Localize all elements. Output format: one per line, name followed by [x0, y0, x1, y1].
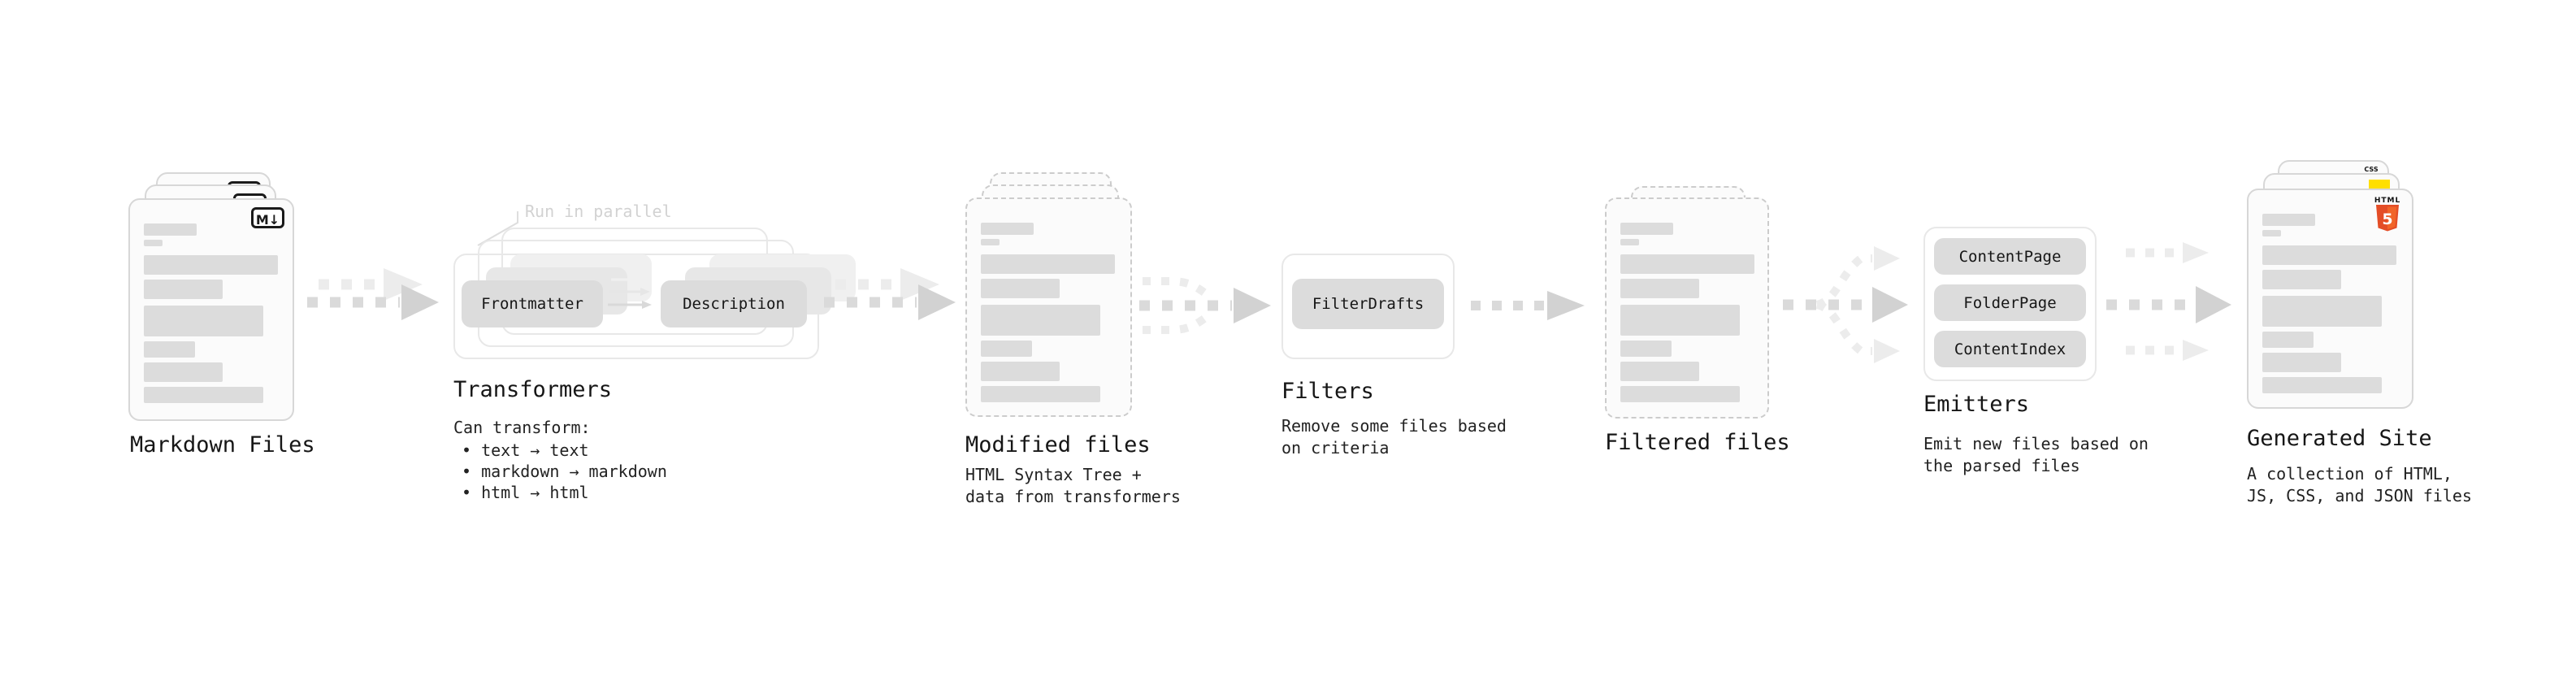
content-bar: [981, 279, 1060, 298]
arrow-filtered-to-emitters: [1780, 242, 1916, 372]
content-bar: [1620, 223, 1673, 235]
run-in-parallel-label: Run in parallel: [525, 202, 672, 221]
emitters-desc: Emit new files based on the parsed files: [1923, 433, 2149, 477]
content-bar: [1620, 254, 1754, 274]
transformer-flow-arrows: [608, 275, 652, 309]
markdown-file-card-front: M↓: [128, 198, 294, 421]
emitters-label: Emitters: [1923, 392, 2030, 417]
content-bar: [981, 223, 1034, 235]
content-bar: [981, 239, 1000, 245]
callout-line: [477, 211, 518, 246]
content-bar: [1620, 386, 1740, 402]
content-bar: [1620, 340, 1672, 357]
stage-modified-files: Modified files HTML Syntax Tree + data f…: [965, 154, 1181, 512]
html5-word: HTML: [2374, 197, 2401, 205]
arrow-transformers-to-modified: [819, 268, 959, 325]
html5-icon: HTML 5: [2373, 197, 2402, 235]
content-bar: [2262, 270, 2341, 289]
markdown-icon: M↓: [251, 207, 284, 228]
content-bar: [2262, 245, 2396, 265]
arrow-filters-to-filtered: [1468, 284, 1591, 330]
arrow-modified-to-filters: [1136, 268, 1276, 346]
content-bar: [2262, 353, 2341, 372]
bullet-item: markdown → markdown: [462, 461, 667, 482]
content-bar: [144, 362, 223, 382]
content-bar: [144, 240, 163, 246]
content-bar: [144, 255, 278, 275]
content-bar: [1620, 279, 1699, 298]
transformers-bullet-list: text → text markdown → markdown html → h…: [462, 440, 667, 503]
filtered-files-label: Filtered files: [1605, 430, 1790, 455]
content-bar: [981, 386, 1100, 402]
content-bar: [2262, 230, 2281, 236]
content-bar: [144, 280, 223, 299]
modified-files-desc: HTML Syntax Tree + data from transformer…: [965, 464, 1181, 508]
bullet-item: html → html: [462, 482, 667, 503]
content-bar: [144, 223, 197, 236]
bullet-item: text → text: [462, 440, 667, 461]
transformers-desc-heading: Can transform:: [453, 418, 591, 437]
desc-line: data from transformers: [965, 487, 1181, 506]
content-bar: [1620, 305, 1740, 336]
stage-emitters: ContentPage FolderPage ContentIndex Emit…: [1923, 227, 2167, 479]
arrow-markdown-to-transformers: [302, 268, 442, 325]
stage-transformers: Run in parallel Frontmatter Description …: [453, 195, 856, 512]
content-bar: [2262, 296, 2382, 327]
content-bar: [144, 387, 263, 403]
content-bar: [2262, 332, 2314, 348]
generated-site-label: Generated Site: [2247, 426, 2432, 451]
filtered-file-card-front: [1605, 197, 1769, 419]
content-bar: [2262, 214, 2315, 226]
stage-generated-site: CSS HTML 5 Generated Site: [2247, 146, 2472, 520]
content-bar: [981, 340, 1032, 357]
desc-line: on criteria: [1281, 438, 1390, 458]
stage-filters: FilterDrafts Filters Remove some files b…: [1281, 254, 1525, 465]
desc-line: the parsed files: [1923, 456, 2080, 475]
content-bar: [1620, 239, 1639, 245]
stage-markdown-files: M↓ M↓ M↓ Markdown Files: [128, 154, 340, 488]
content-bar: [981, 254, 1115, 274]
content-bar: [144, 341, 195, 358]
arrow-emitters-to-generated: [2101, 240, 2241, 367]
generated-file-card-front: HTML 5: [2247, 189, 2413, 409]
js-badge: [2369, 180, 2390, 189]
desc-line: HTML Syntax Tree +: [965, 465, 1142, 484]
transformers-label: Transformers: [453, 377, 613, 402]
generated-site-desc: A collection of HTML, JS, CSS, and JSON …: [2247, 463, 2472, 507]
markdown-files-label: Markdown Files: [130, 432, 315, 458]
modified-file-card-front: [965, 197, 1132, 417]
description-pill: Description: [661, 280, 807, 327]
folderpage-pill: FolderPage: [1934, 284, 2086, 321]
content-bar: [1620, 362, 1699, 381]
html5-five: 5: [2382, 210, 2392, 228]
desc-line: Remove some files based: [1281, 416, 1507, 436]
content-bar: [144, 306, 263, 336]
stage-filtered-files: Filtered files: [1605, 154, 1800, 479]
desc-line: A collection of HTML,: [2247, 464, 2452, 484]
modified-files-label: Modified files: [965, 432, 1151, 458]
content-bar: [2262, 377, 2382, 393]
desc-line: Emit new files based on: [1923, 434, 2149, 453]
content-bar: [981, 362, 1060, 381]
filterdrafts-pill: FilterDrafts: [1292, 279, 1444, 329]
desc-line: JS, CSS, and JSON files: [2247, 486, 2472, 505]
filters-label: Filters: [1281, 379, 1374, 404]
contentindex-pill: ContentIndex: [1934, 331, 2086, 367]
frontmatter-pill: Frontmatter: [462, 280, 603, 327]
filters-desc: Remove some files based on criteria: [1281, 415, 1507, 459]
contentpage-pill: ContentPage: [1934, 238, 2086, 275]
content-bar: [981, 305, 1100, 336]
